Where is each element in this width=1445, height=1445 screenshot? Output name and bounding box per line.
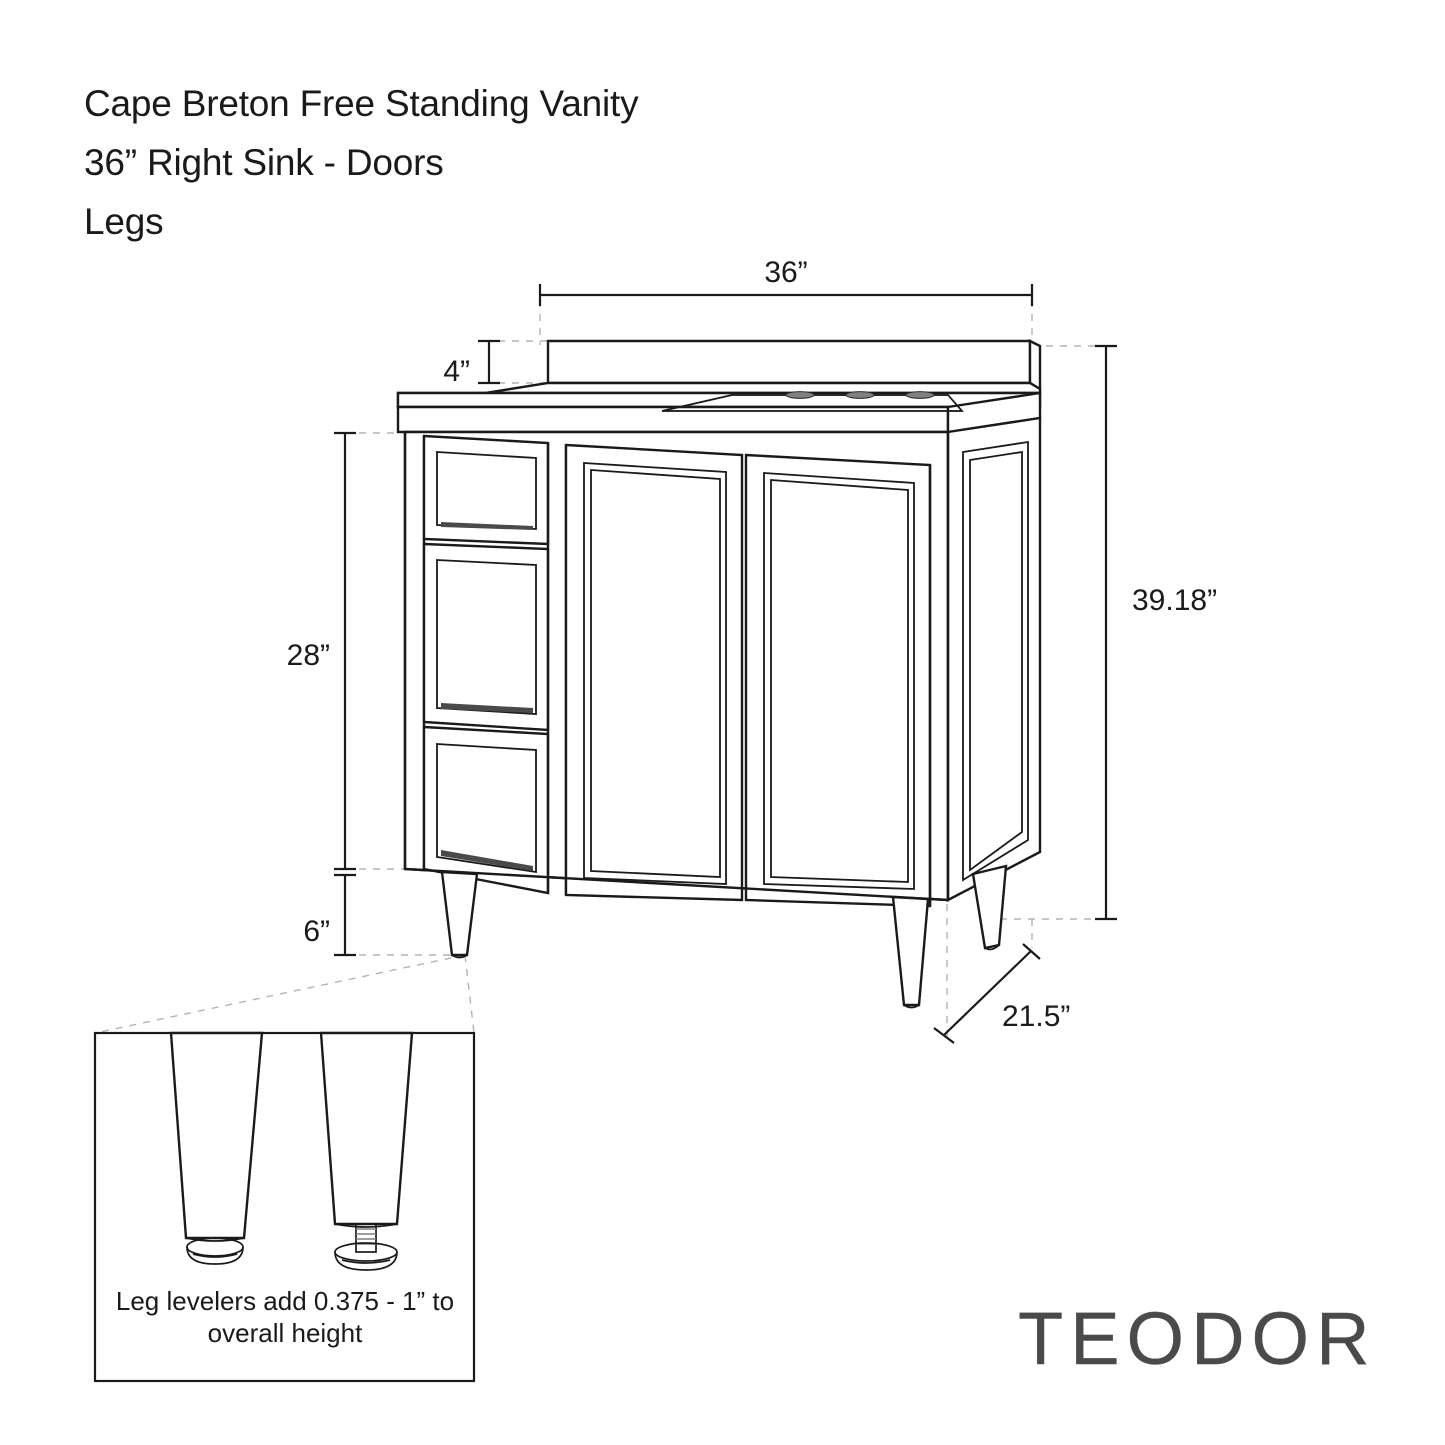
brand-logo: TEODOR: [1018, 1297, 1377, 1380]
leg-detail-caption-line-1: Leg levelers add 0.375 - 1” to: [116, 1286, 454, 1316]
faucet-hole-center: [845, 391, 875, 399]
drawer-middle[interactable]: [422, 542, 550, 732]
detail-leg-left: [169, 1031, 264, 1265]
dimension-depth-label: 21.5”: [1002, 1000, 1070, 1033]
product-title-line-3: Legs: [84, 201, 164, 242]
leg-front-left: [440, 870, 479, 959]
drawer-top[interactable]: [422, 434, 550, 546]
dimension-backsplash-label: 4”: [443, 355, 470, 388]
product-title-line-2: 36” Right Sink - Doors: [84, 142, 444, 183]
faucet-hole-left: [785, 391, 815, 399]
dimension-lines: 36” 4” 28” 6” 39.18” 21.5: [287, 256, 1217, 1044]
cabinet-bottom-rail: [404, 867, 949, 902]
leg-detail-caption-line-2: overall height: [208, 1318, 363, 1348]
product-title-line-1: Cape Breton Free Standing Vanity: [84, 83, 639, 124]
dimension-overall-height-label: 39.18”: [1132, 584, 1217, 617]
countertop: [396, 381, 1042, 434]
leg-rear-right: [971, 864, 1008, 951]
detail-leg-right: [319, 1031, 414, 1271]
legs: [440, 864, 1008, 1009]
door-right[interactable]: [744, 453, 932, 908]
vanity-assembly: [396, 339, 1042, 1009]
drawer-bottom[interactable]: [422, 725, 550, 895]
dimension-width-label: 36”: [764, 256, 807, 289]
leg-detail-inset: Leg levelers add 0.375 - 1” to overall h…: [93, 1031, 476, 1383]
faucet-hole-right: [905, 391, 935, 399]
cabinet-right-stile: [928, 432, 950, 906]
leg-front-right: [891, 895, 930, 1009]
cabinet-right-side: [946, 416, 1042, 902]
dimension-counter-height-label: 28”: [287, 639, 330, 672]
sink-basin: [661, 391, 964, 412]
door-left[interactable]: [564, 443, 744, 902]
title-block: Cape Breton Free Standing Vanity 36” Rig…: [84, 74, 844, 251]
dimension-leg-height-label: 6”: [303, 915, 330, 948]
drawer-stack: [422, 434, 550, 895]
